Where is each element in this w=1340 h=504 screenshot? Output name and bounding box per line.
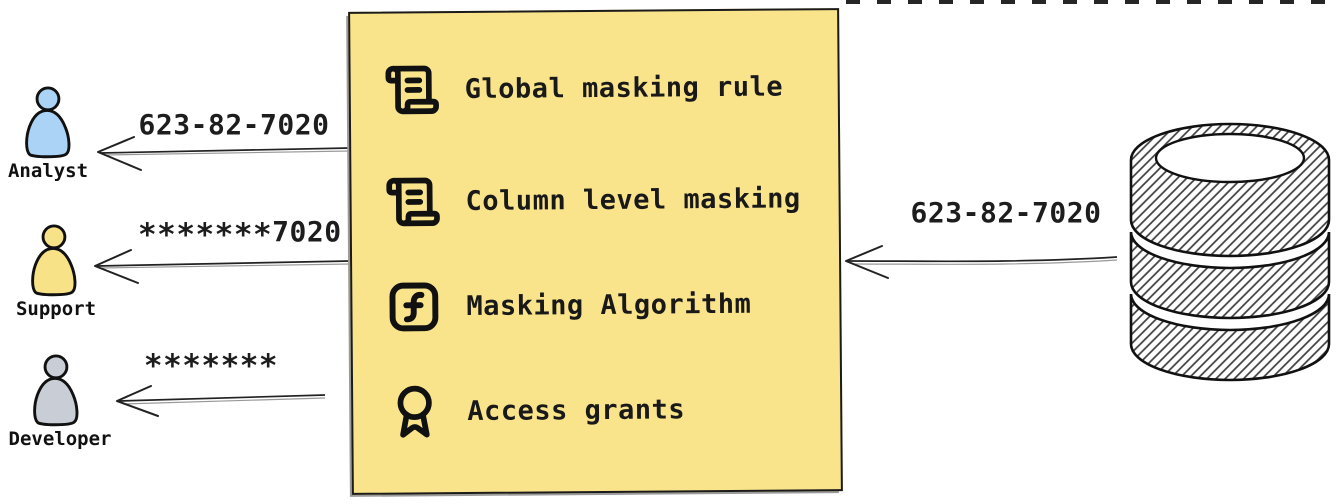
flow-value-developer: *******	[138, 344, 284, 384]
arrow-to-support	[94, 249, 351, 284]
flow-value-masked: *******	[143, 348, 279, 384]
developer-label: Developer	[8, 428, 112, 450]
masking-rules-box: Global masking rule Column level masking	[348, 8, 843, 495]
masking-box-row-algorithm: Masking Algorithm	[385, 274, 751, 337]
masking-box-item-label: Access grants	[467, 393, 686, 427]
flow-value-visible: 623-82-7020	[910, 196, 1102, 229]
arrow-database-to-box	[845, 245, 1118, 279]
masking-box-item-label: Global masking rule	[464, 71, 784, 105]
masking-box-item-label: Masking Algorithm	[466, 288, 752, 322]
award-icon	[397, 385, 432, 438]
analyst-person-icon	[25, 86, 71, 159]
support-label: Support	[15, 298, 97, 320]
analyst-label: Analyst	[7, 160, 89, 182]
arrow-to-analyst	[97, 136, 351, 171]
flow-value-support: *******7020	[138, 213, 342, 253]
masking-box-row-global-rule: Global masking rule	[383, 57, 783, 120]
developer-person-icon	[33, 354, 79, 427]
developer-figure	[26, 354, 84, 430]
function-square-icon	[389, 282, 439, 331]
masking-box-item-label: Column level masking	[465, 182, 801, 217]
scroll-text-icon	[386, 177, 440, 226]
support-figure	[24, 224, 82, 300]
flow-value-database: 623-82-7020	[910, 196, 1102, 229]
flow-value-visible: 7020	[272, 215, 342, 248]
analyst-figure	[18, 86, 76, 162]
masking-box-row-column-masking: Column level masking	[384, 168, 801, 231]
masking-box-row-access-grants: Access grants	[386, 379, 685, 441]
flow-value-masked: *******	[138, 217, 273, 253]
arrow-to-developer	[116, 385, 326, 417]
database-icon	[1129, 122, 1331, 382]
flow-value-analyst: 623-82-7020	[138, 108, 330, 141]
dashed-crop-line	[846, 0, 1340, 4]
flow-value-visible: 623-82-7020	[138, 108, 330, 141]
scroll-text-icon	[385, 65, 439, 114]
support-person-icon	[31, 224, 77, 297]
